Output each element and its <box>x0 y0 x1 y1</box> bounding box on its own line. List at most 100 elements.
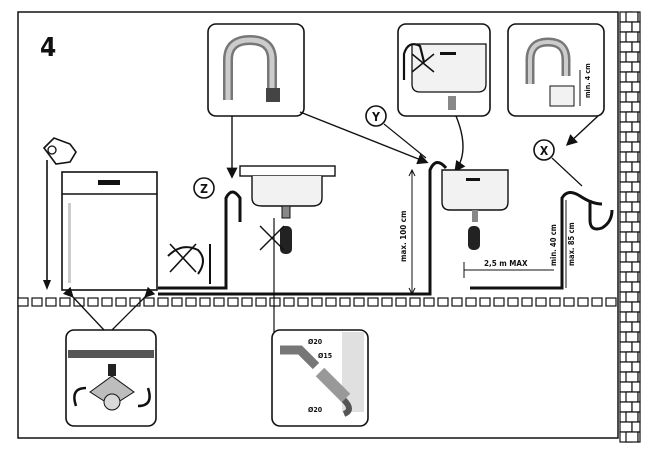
floor-brick <box>549 297 561 307</box>
brick <box>631 301 641 313</box>
adapter-detail: Ø20 Ø15 Ø20 <box>271 218 369 427</box>
floor-brick <box>395 297 407 307</box>
brick <box>631 241 641 253</box>
brick <box>625 271 639 283</box>
floor-brick <box>269 297 281 307</box>
dishwasher <box>61 171 158 291</box>
svg-text:max. 100 cm: max. 100 cm <box>399 210 408 262</box>
brick <box>637 331 641 343</box>
brick <box>625 211 639 223</box>
floor-brick <box>185 297 197 307</box>
floor-brick <box>129 297 141 307</box>
brick <box>625 151 639 163</box>
dim-hose-length: 2,5 m MAX <box>463 259 554 278</box>
svg-text:X: X <box>540 144 549 158</box>
right-sink <box>441 169 509 250</box>
floor-brick <box>73 297 85 307</box>
hand-level-icon <box>42 137 77 290</box>
floor-brick <box>353 297 365 307</box>
brick <box>631 201 641 213</box>
brick <box>619 261 633 273</box>
brick <box>631 341 641 353</box>
brick <box>631 41 641 53</box>
adapter-d2: Ø15 <box>318 352 332 360</box>
floor-brick <box>521 297 533 307</box>
floor-brick <box>199 297 211 307</box>
brick <box>637 71 641 83</box>
brick <box>619 221 633 233</box>
brick <box>625 131 639 143</box>
brick <box>637 391 641 403</box>
brick <box>625 311 639 323</box>
brick <box>631 221 641 233</box>
adapter-d3: Ø20 <box>308 406 323 414</box>
adapter-d1: Ø20 <box>308 338 323 346</box>
brick <box>637 311 641 323</box>
brick <box>631 281 641 293</box>
floor-brick <box>101 297 113 307</box>
brick <box>625 191 639 203</box>
brick <box>619 161 633 173</box>
brick <box>625 351 639 363</box>
floor-brick <box>31 297 43 307</box>
brick <box>637 151 641 163</box>
brick <box>637 31 641 43</box>
brick <box>631 321 641 333</box>
brick <box>619 401 633 413</box>
leader-y <box>383 123 427 159</box>
brick <box>619 141 633 153</box>
marker-x: X <box>533 139 555 161</box>
brick <box>625 291 639 303</box>
floor-brick <box>283 297 295 307</box>
brick <box>631 61 641 73</box>
brick <box>625 431 639 443</box>
svg-text:2,5 m MAX: 2,5 m MAX <box>484 259 528 268</box>
brick <box>619 41 633 53</box>
dim-min-max: min. 40 cm max. 85 cm <box>549 200 576 288</box>
floor-brick <box>451 297 463 307</box>
floor-brick <box>563 297 575 307</box>
brick <box>625 371 639 383</box>
floor-brick <box>591 297 603 307</box>
brick <box>631 81 641 93</box>
brick <box>637 111 641 123</box>
brick <box>625 171 639 183</box>
feet-adjust-detail <box>62 286 157 427</box>
brick <box>619 301 633 313</box>
arrow-sink-detail <box>454 115 466 173</box>
floor-brick <box>87 297 99 307</box>
brick <box>625 411 639 423</box>
kitchen-sink <box>239 165 336 254</box>
brick <box>637 351 641 363</box>
brick <box>625 51 639 63</box>
floor-brick <box>325 297 337 307</box>
brick <box>631 401 641 413</box>
brick <box>619 241 633 253</box>
floor-brick <box>339 297 351 307</box>
svg-text:Z: Z <box>200 182 208 196</box>
brick <box>619 341 633 353</box>
floor-brick <box>45 297 57 307</box>
brick <box>619 181 633 193</box>
svg-text:Y: Y <box>371 110 380 124</box>
brick <box>631 261 641 273</box>
brick <box>637 271 641 283</box>
brick <box>625 91 639 103</box>
brick <box>637 371 641 383</box>
crossed-trap-icon <box>167 243 211 284</box>
floor-brick <box>59 297 71 307</box>
brick-floor <box>17 297 617 307</box>
brick <box>637 231 641 243</box>
floor-brick <box>115 297 127 307</box>
brick <box>619 381 633 393</box>
brick <box>619 281 633 293</box>
brick <box>631 181 641 193</box>
brick <box>637 291 641 303</box>
brick <box>625 11 639 23</box>
brick <box>619 21 633 33</box>
floor-brick <box>157 297 169 307</box>
wall-trap <box>588 200 614 231</box>
floor-brick <box>311 297 323 307</box>
floor-brick <box>577 297 589 307</box>
brick <box>625 391 639 403</box>
